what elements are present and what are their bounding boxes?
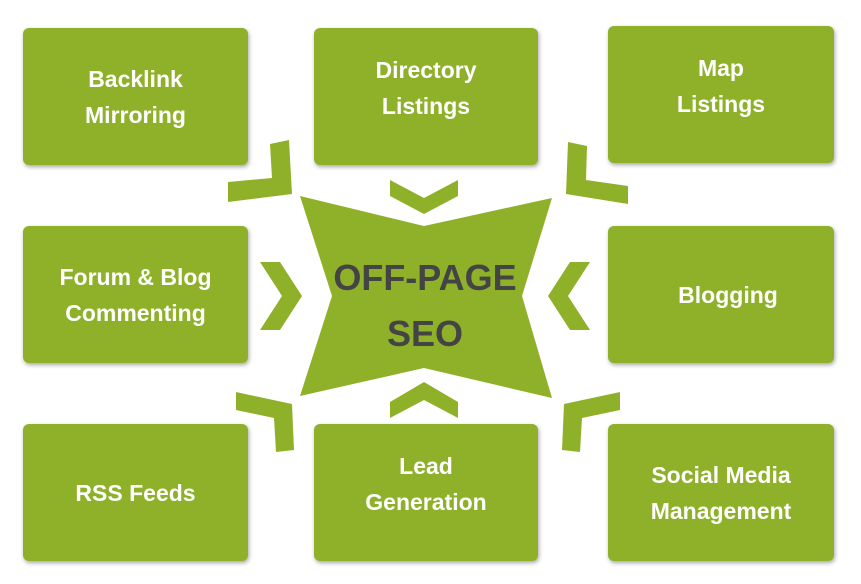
chevron-top-right bbox=[566, 142, 628, 204]
box-label: Forum & Blog Commenting bbox=[59, 263, 212, 326]
center-title: OFF-PAGE SEO bbox=[333, 257, 517, 354]
chevron-top-left bbox=[228, 140, 292, 202]
box-social-media-management: Social Media Management bbox=[608, 424, 834, 561]
box-label: Social Media Management bbox=[650, 461, 792, 524]
chevron-middle-right bbox=[548, 262, 590, 330]
box-label: Directory Listings bbox=[375, 57, 477, 119]
chevron-bottom-left bbox=[236, 392, 294, 452]
box-rss-feeds: RSS Feeds bbox=[23, 424, 248, 561]
chevron-top-center bbox=[390, 180, 458, 214]
chevron-bottom-center bbox=[390, 382, 458, 418]
box-label: RSS Feeds bbox=[75, 479, 196, 506]
box-label: Map Listings bbox=[676, 55, 766, 117]
chevron-middle-left bbox=[260, 262, 302, 330]
box-label: Backlink Mirroring bbox=[85, 65, 186, 128]
chevron-bottom-right bbox=[562, 392, 620, 452]
box-label: Blogging bbox=[678, 281, 778, 308]
box-blogging: Blogging bbox=[608, 226, 834, 363]
center-star bbox=[300, 196, 552, 398]
box-forum-blog-commenting: Forum & Blog Commenting bbox=[23, 226, 248, 363]
box-backlink-mirroring: Backlink Mirroring bbox=[23, 28, 248, 165]
box-map-listings: Map Listings bbox=[608, 26, 834, 163]
box-lead-generation: Lead Generation bbox=[314, 424, 538, 561]
box-directory-listings: Directory Listings bbox=[314, 28, 538, 165]
box-label: Lead Generation bbox=[365, 453, 487, 515]
